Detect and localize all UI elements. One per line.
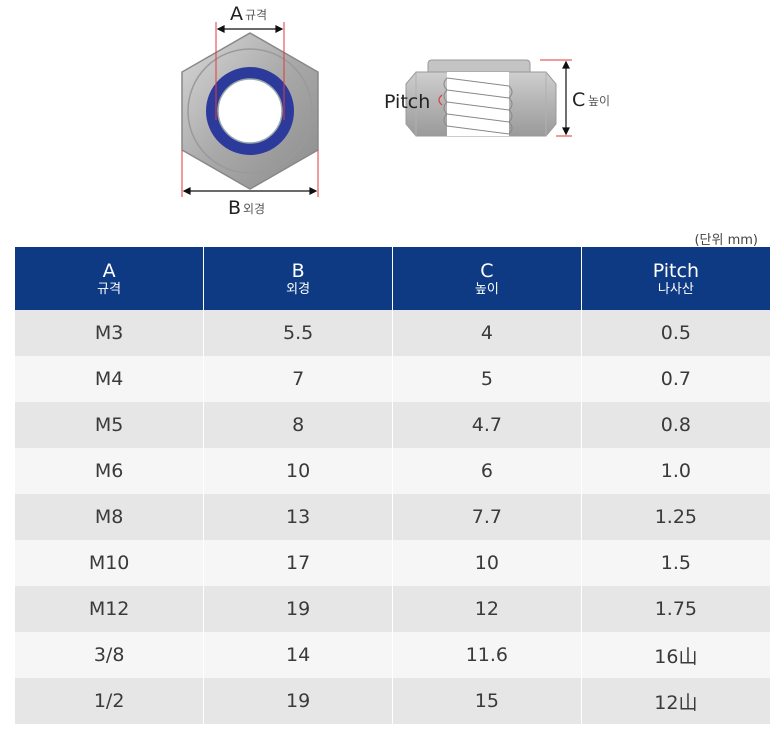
cell-size: M10 bbox=[15, 540, 204, 586]
cell-outer-diameter: 5.5 bbox=[203, 310, 393, 356]
cell-size: M4 bbox=[15, 356, 204, 402]
cell-outer-diameter: 14 bbox=[203, 632, 393, 678]
nut-top-view bbox=[181, 32, 319, 190]
dim-b-letter: B bbox=[228, 197, 241, 219]
cell-pitch: 1.5 bbox=[580, 540, 770, 586]
cell-size: M5 bbox=[15, 402, 204, 448]
cell-height: 4 bbox=[392, 310, 582, 356]
header-c-top: C bbox=[480, 259, 494, 282]
cell-size: M6 bbox=[15, 448, 204, 494]
header-pitch-top: Pitch bbox=[652, 259, 699, 282]
nut-diagrams: A 규격 B 외경 Pitch bbox=[181, 3, 610, 219]
header-a-sub: 규격 bbox=[97, 281, 122, 297]
cell-pitch: 0.7 bbox=[580, 356, 770, 402]
cell-height: 7.7 bbox=[392, 494, 582, 540]
table-row: M10 17 10 1.5 bbox=[15, 540, 770, 586]
cell-outer-diameter: 13 bbox=[203, 494, 393, 540]
cell-height: 15 bbox=[392, 678, 582, 724]
cell-outer-diameter: 17 bbox=[203, 540, 393, 586]
table-row: M8 13 7.7 1.25 bbox=[15, 494, 770, 540]
cell-pitch: 12山 bbox=[580, 678, 770, 724]
cell-outer-diameter: 19 bbox=[203, 586, 393, 632]
cell-height: 10 bbox=[392, 540, 582, 586]
cell-size: M3 bbox=[15, 310, 204, 356]
nut-side-view bbox=[405, 59, 557, 137]
pitch-label: Pitch bbox=[384, 91, 430, 113]
cell-height: 11.6 bbox=[392, 632, 582, 678]
cell-pitch: 1.25 bbox=[580, 494, 770, 540]
table-row: M4 7 5 0.7 bbox=[15, 356, 770, 402]
dimension-b bbox=[181, 150, 319, 197]
cell-height: 5 bbox=[392, 356, 582, 402]
cell-outer-diameter: 8 bbox=[203, 402, 393, 448]
header-b-top: B bbox=[291, 259, 305, 282]
cell-pitch: 16山 bbox=[580, 632, 770, 678]
cell-pitch: 0.5 bbox=[580, 310, 770, 356]
thread-lines bbox=[443, 77, 513, 135]
pitch-marker bbox=[438, 94, 443, 106]
cell-size: 3/8 bbox=[15, 632, 204, 678]
unit-note: (단위 mm) bbox=[694, 233, 758, 248]
cell-height: 6 bbox=[392, 448, 582, 494]
dim-c-word: 높이 bbox=[588, 94, 610, 108]
header-c-sub: 높이 bbox=[474, 281, 499, 297]
cell-size: 1/2 bbox=[15, 678, 204, 724]
cell-pitch: 0.8 bbox=[580, 402, 770, 448]
cell-outer-diameter: 19 bbox=[203, 678, 393, 724]
table-row: 3/8 14 11.6 16山 bbox=[15, 632, 770, 678]
cell-size: M8 bbox=[15, 494, 204, 540]
header-pitch-sub: 나사산 bbox=[657, 281, 694, 297]
table-row: M12 19 12 1.75 bbox=[15, 586, 770, 632]
dimension-c bbox=[540, 59, 572, 137]
cell-outer-diameter: 10 bbox=[203, 448, 393, 494]
table-row: M5 8 4.7 0.8 bbox=[15, 402, 770, 448]
dimension-a bbox=[215, 22, 285, 120]
cell-size: M12 bbox=[15, 586, 204, 632]
cell-height: 12 bbox=[392, 586, 582, 632]
header-b-sub: 외경 bbox=[286, 281, 311, 297]
dim-a-word: 규격 bbox=[245, 8, 267, 22]
cell-outer-diameter: 7 bbox=[203, 356, 393, 402]
table-row: M6 10 6 1.0 bbox=[15, 448, 770, 494]
cell-pitch: 1.0 bbox=[580, 448, 770, 494]
table-row: M3 5.5 4 0.5 bbox=[15, 310, 770, 356]
cell-pitch: 1.75 bbox=[580, 586, 770, 632]
dim-c-letter: C bbox=[572, 89, 585, 111]
dim-b-word: 외경 bbox=[243, 202, 265, 216]
header-a-top: A bbox=[102, 259, 116, 282]
cell-height: 4.7 bbox=[392, 402, 582, 448]
dim-a-letter: A bbox=[230, 3, 243, 25]
table-row: 1/2 19 15 12山 bbox=[15, 678, 770, 724]
